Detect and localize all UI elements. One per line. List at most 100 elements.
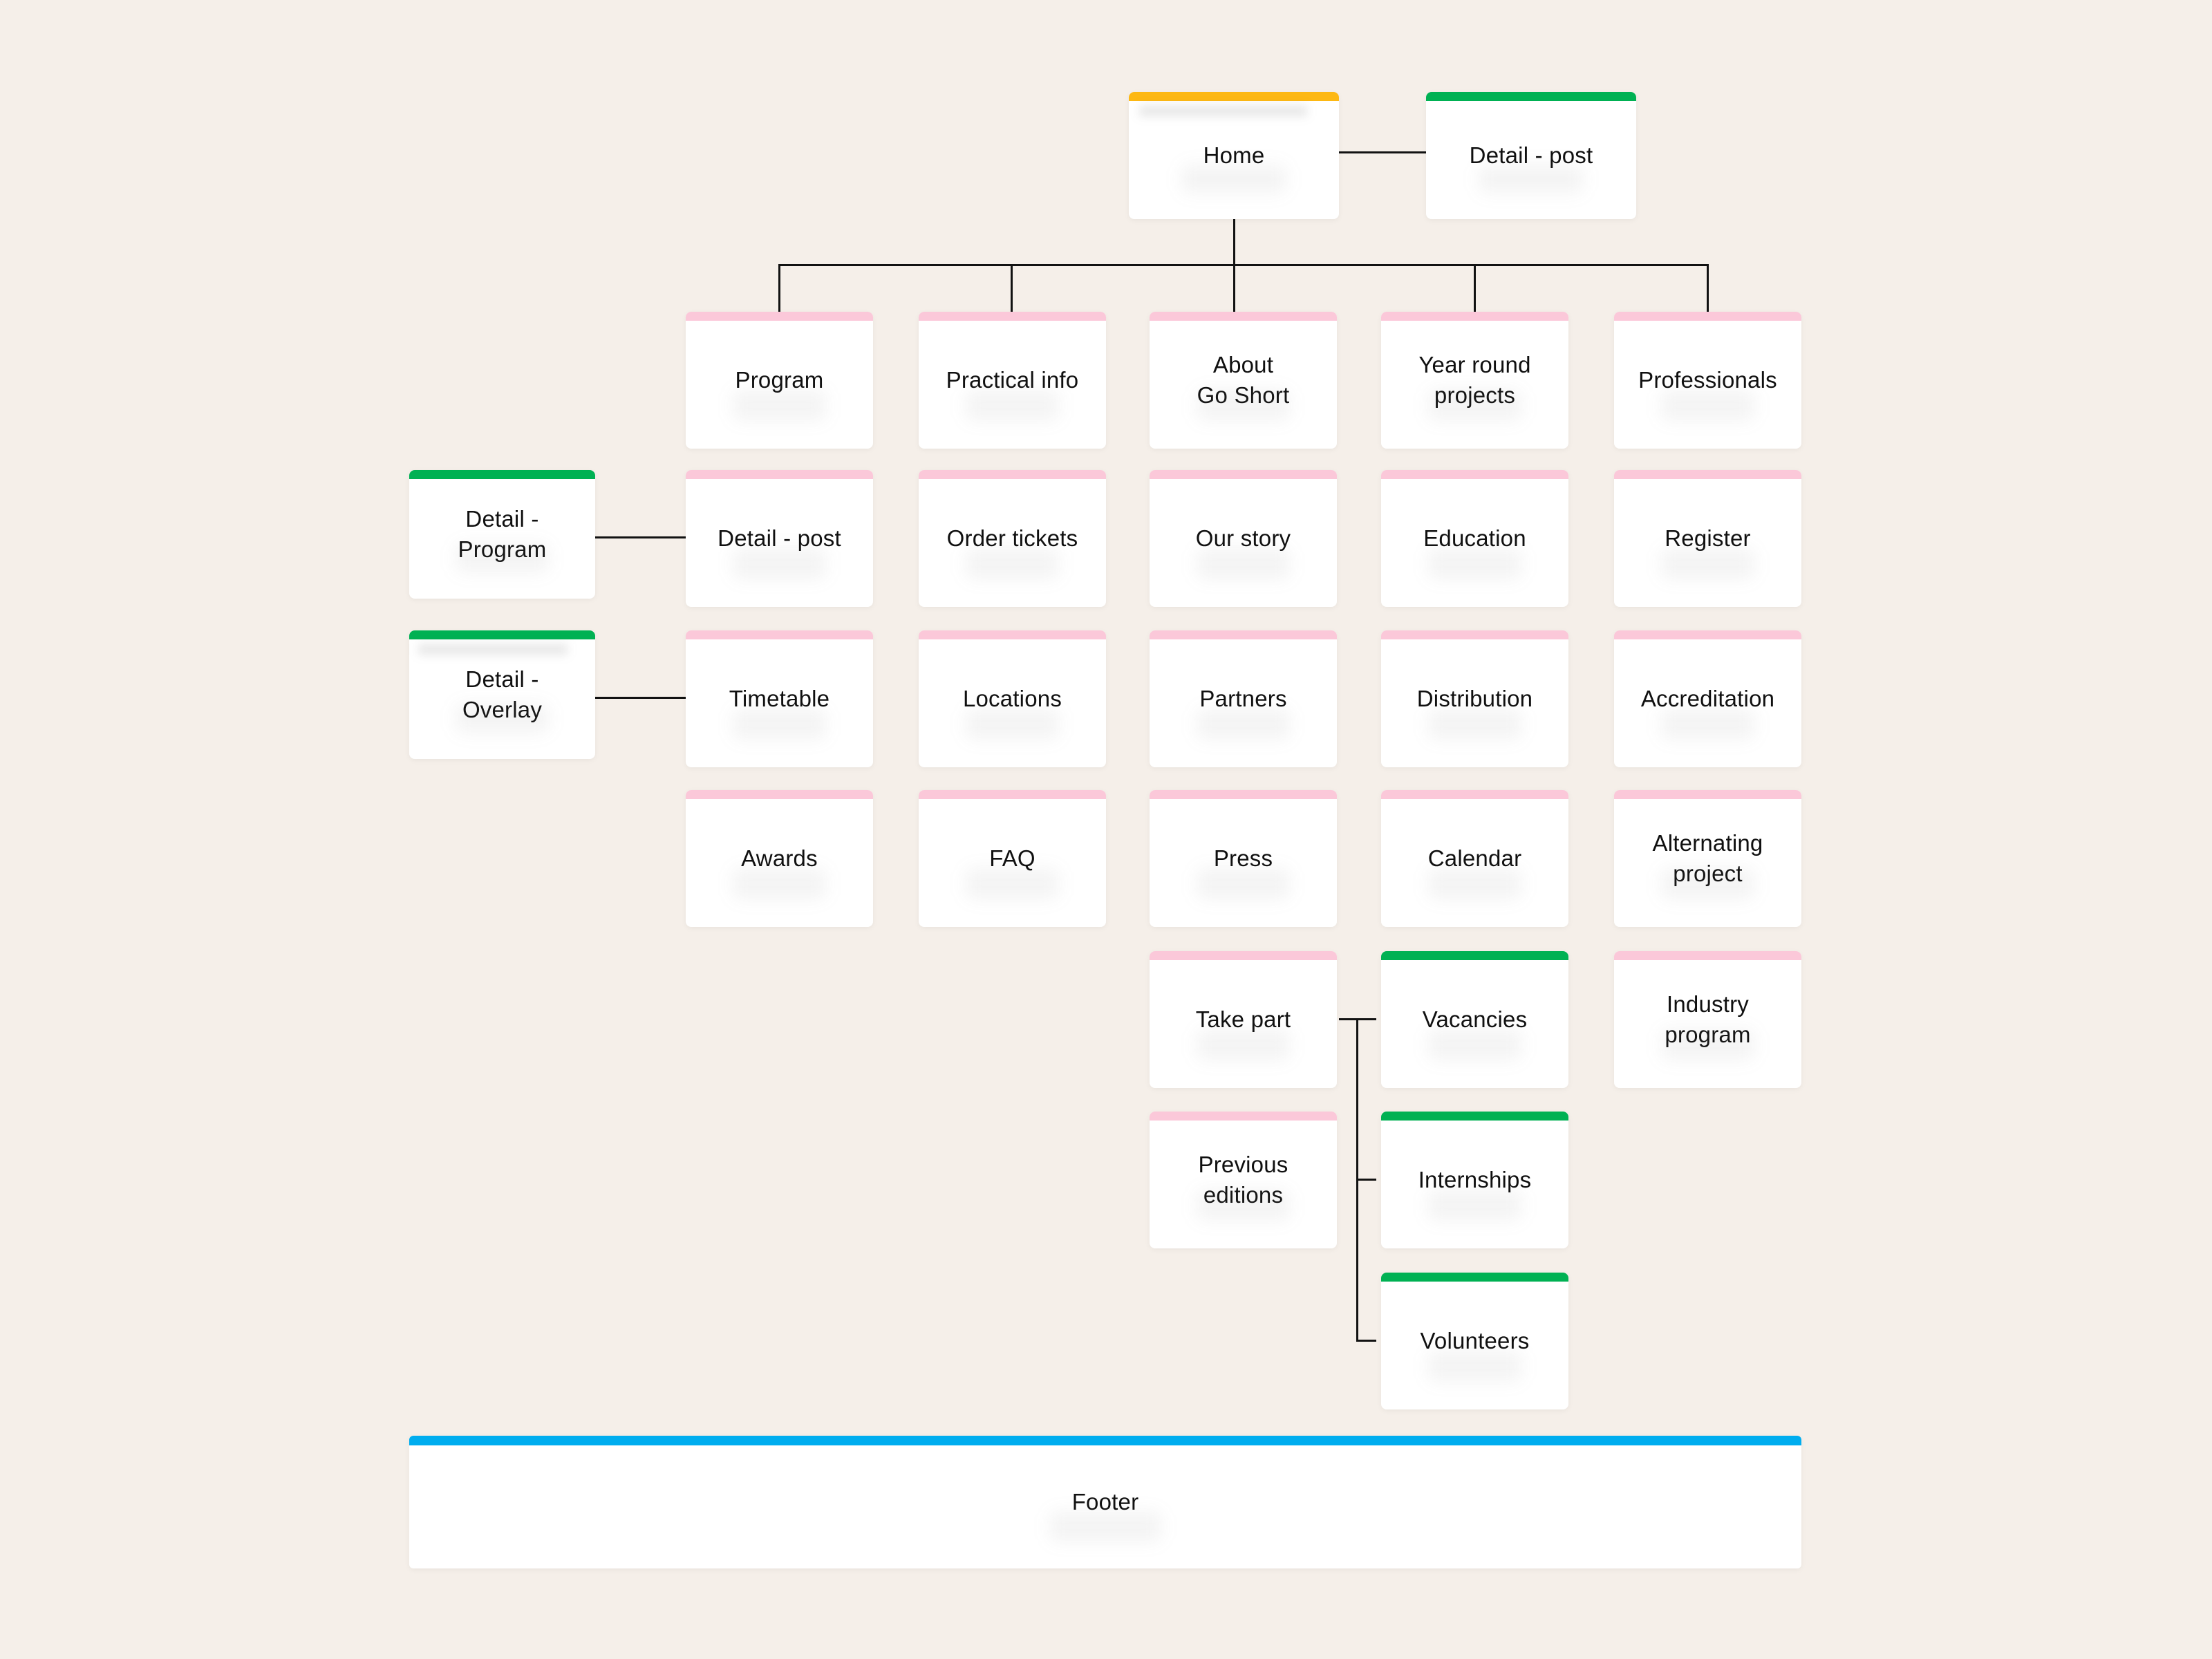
blurred-content xyxy=(1427,389,1522,422)
node-label: Program xyxy=(735,367,824,393)
node-home[interactable]: Home xyxy=(1129,92,1339,219)
node-industry-program[interactable]: Industry program xyxy=(1614,951,1801,1088)
connector-drop-program xyxy=(778,264,780,312)
blurred-content xyxy=(418,644,568,655)
blurred-content xyxy=(1660,708,1755,740)
connector-drop-year-round xyxy=(1474,264,1476,312)
blurred-content xyxy=(965,547,1060,580)
node-distribution[interactable]: Distribution xyxy=(1381,630,1568,767)
node-label: Awards xyxy=(741,845,818,872)
blurred-content xyxy=(1479,164,1584,194)
node-take-part[interactable]: Take part xyxy=(1150,951,1337,1088)
blurred-content xyxy=(732,868,827,900)
node-label: Timetable xyxy=(729,686,830,712)
blurred-content xyxy=(1427,868,1522,900)
node-awards[interactable]: Awards xyxy=(686,790,873,927)
blurred-content xyxy=(456,704,549,733)
node-label: Volunteers xyxy=(1420,1328,1530,1354)
node-label: Home xyxy=(1203,142,1265,169)
node-previous-editions[interactable]: Previous editions xyxy=(1150,1112,1337,1248)
node-label: Detail - post xyxy=(1469,142,1593,169)
node-volunteers[interactable]: Volunteers xyxy=(1381,1273,1568,1409)
node-label: Partners xyxy=(1199,686,1287,712)
blurred-content xyxy=(1196,547,1291,580)
node-label: Industry program xyxy=(1665,991,1751,1047)
connector-branch-horizontal xyxy=(778,264,1709,266)
blurred-content xyxy=(1196,708,1291,740)
node-label: Register xyxy=(1665,525,1751,552)
blurred-content xyxy=(1660,1029,1755,1061)
blurred-content xyxy=(965,708,1060,740)
blurred-content xyxy=(1196,1029,1291,1061)
blurred-content xyxy=(1660,389,1755,422)
node-order-tickets[interactable]: Order tickets xyxy=(919,470,1106,607)
node-label: Education xyxy=(1423,525,1526,552)
connector-home-detail-post xyxy=(1339,151,1426,153)
node-detail-post-top[interactable]: Detail - post xyxy=(1426,92,1636,219)
node-label: Our story xyxy=(1195,525,1291,552)
node-label: Practical info xyxy=(946,367,1079,393)
blurred-content xyxy=(1049,1511,1161,1542)
node-label: Press xyxy=(1213,845,1273,872)
blurred-content xyxy=(1139,106,1308,116)
node-label: Professionals xyxy=(1638,367,1777,393)
node-our-story[interactable]: Our story xyxy=(1150,470,1337,607)
blurred-content xyxy=(732,708,827,740)
node-partners[interactable]: Partners xyxy=(1150,630,1337,767)
node-label: Order tickets xyxy=(946,525,1078,552)
node-register[interactable]: Register xyxy=(1614,470,1801,607)
node-label: Take part xyxy=(1195,1006,1291,1033)
blurred-content xyxy=(1660,868,1755,900)
blurred-content xyxy=(1427,1029,1522,1061)
blurred-content xyxy=(1660,547,1755,580)
blurred-content xyxy=(1196,1189,1291,1221)
connector-drop-professionals xyxy=(1707,264,1709,312)
blurred-content xyxy=(965,389,1060,422)
node-detail-post[interactable]: Detail - post xyxy=(686,470,873,607)
node-about-go-short[interactable]: About Go Short xyxy=(1150,312,1337,449)
blurred-content xyxy=(1196,389,1291,422)
connector-home-down xyxy=(1233,218,1235,265)
blurred-content xyxy=(732,547,827,580)
node-detail-program[interactable]: Detail - Program xyxy=(409,470,595,599)
node-label: Footer xyxy=(1071,1489,1139,1515)
node-year-round-projects[interactable]: Year round projects xyxy=(1381,312,1568,449)
node-timetable[interactable]: Timetable xyxy=(686,630,873,767)
blurred-content xyxy=(1196,868,1291,900)
node-program[interactable]: Program xyxy=(686,312,873,449)
node-label: FAQ xyxy=(989,845,1035,872)
node-faq[interactable]: FAQ xyxy=(919,790,1106,927)
node-label: Detail - Program xyxy=(458,506,547,562)
node-locations[interactable]: Locations xyxy=(919,630,1106,767)
connector-volunteers-stub xyxy=(1356,1340,1376,1342)
node-label: Detail - post xyxy=(718,525,841,552)
blurred-content xyxy=(1427,547,1522,580)
node-detail-overlay[interactable]: Detail - Overlay xyxy=(409,630,595,759)
node-label: About Go Short xyxy=(1197,352,1290,408)
node-footer[interactable]: Footer xyxy=(409,1436,1801,1568)
blurred-content xyxy=(1427,1189,1522,1221)
connector-detail-program-detail-post xyxy=(595,536,686,538)
node-press[interactable]: Press xyxy=(1150,790,1337,927)
blurred-content xyxy=(456,543,549,573)
node-education[interactable]: Education xyxy=(1381,470,1568,607)
blurred-content xyxy=(1181,164,1286,194)
node-label: Vacancies xyxy=(1422,1006,1528,1033)
node-alternating-project[interactable]: Alternating project xyxy=(1614,790,1801,927)
connector-drop-about-go-short xyxy=(1233,264,1235,312)
node-vacancies[interactable]: Vacancies xyxy=(1381,951,1568,1088)
node-label: Previous editions xyxy=(1198,1152,1288,1208)
node-practical-info[interactable]: Practical info xyxy=(919,312,1106,449)
node-professionals[interactable]: Professionals xyxy=(1614,312,1801,449)
node-accreditation[interactable]: Accreditation xyxy=(1614,630,1801,767)
node-label: Internships xyxy=(1418,1167,1532,1193)
node-label: Distribution xyxy=(1416,686,1533,712)
connector-internships-stub xyxy=(1356,1179,1376,1181)
node-label: Calendar xyxy=(1427,845,1522,872)
blurred-content xyxy=(1427,1350,1522,1382)
blurred-content xyxy=(1427,708,1522,740)
node-calendar[interactable]: Calendar xyxy=(1381,790,1568,927)
node-internships[interactable]: Internships xyxy=(1381,1112,1568,1248)
connector-detail-overlay-timetable xyxy=(595,697,686,699)
